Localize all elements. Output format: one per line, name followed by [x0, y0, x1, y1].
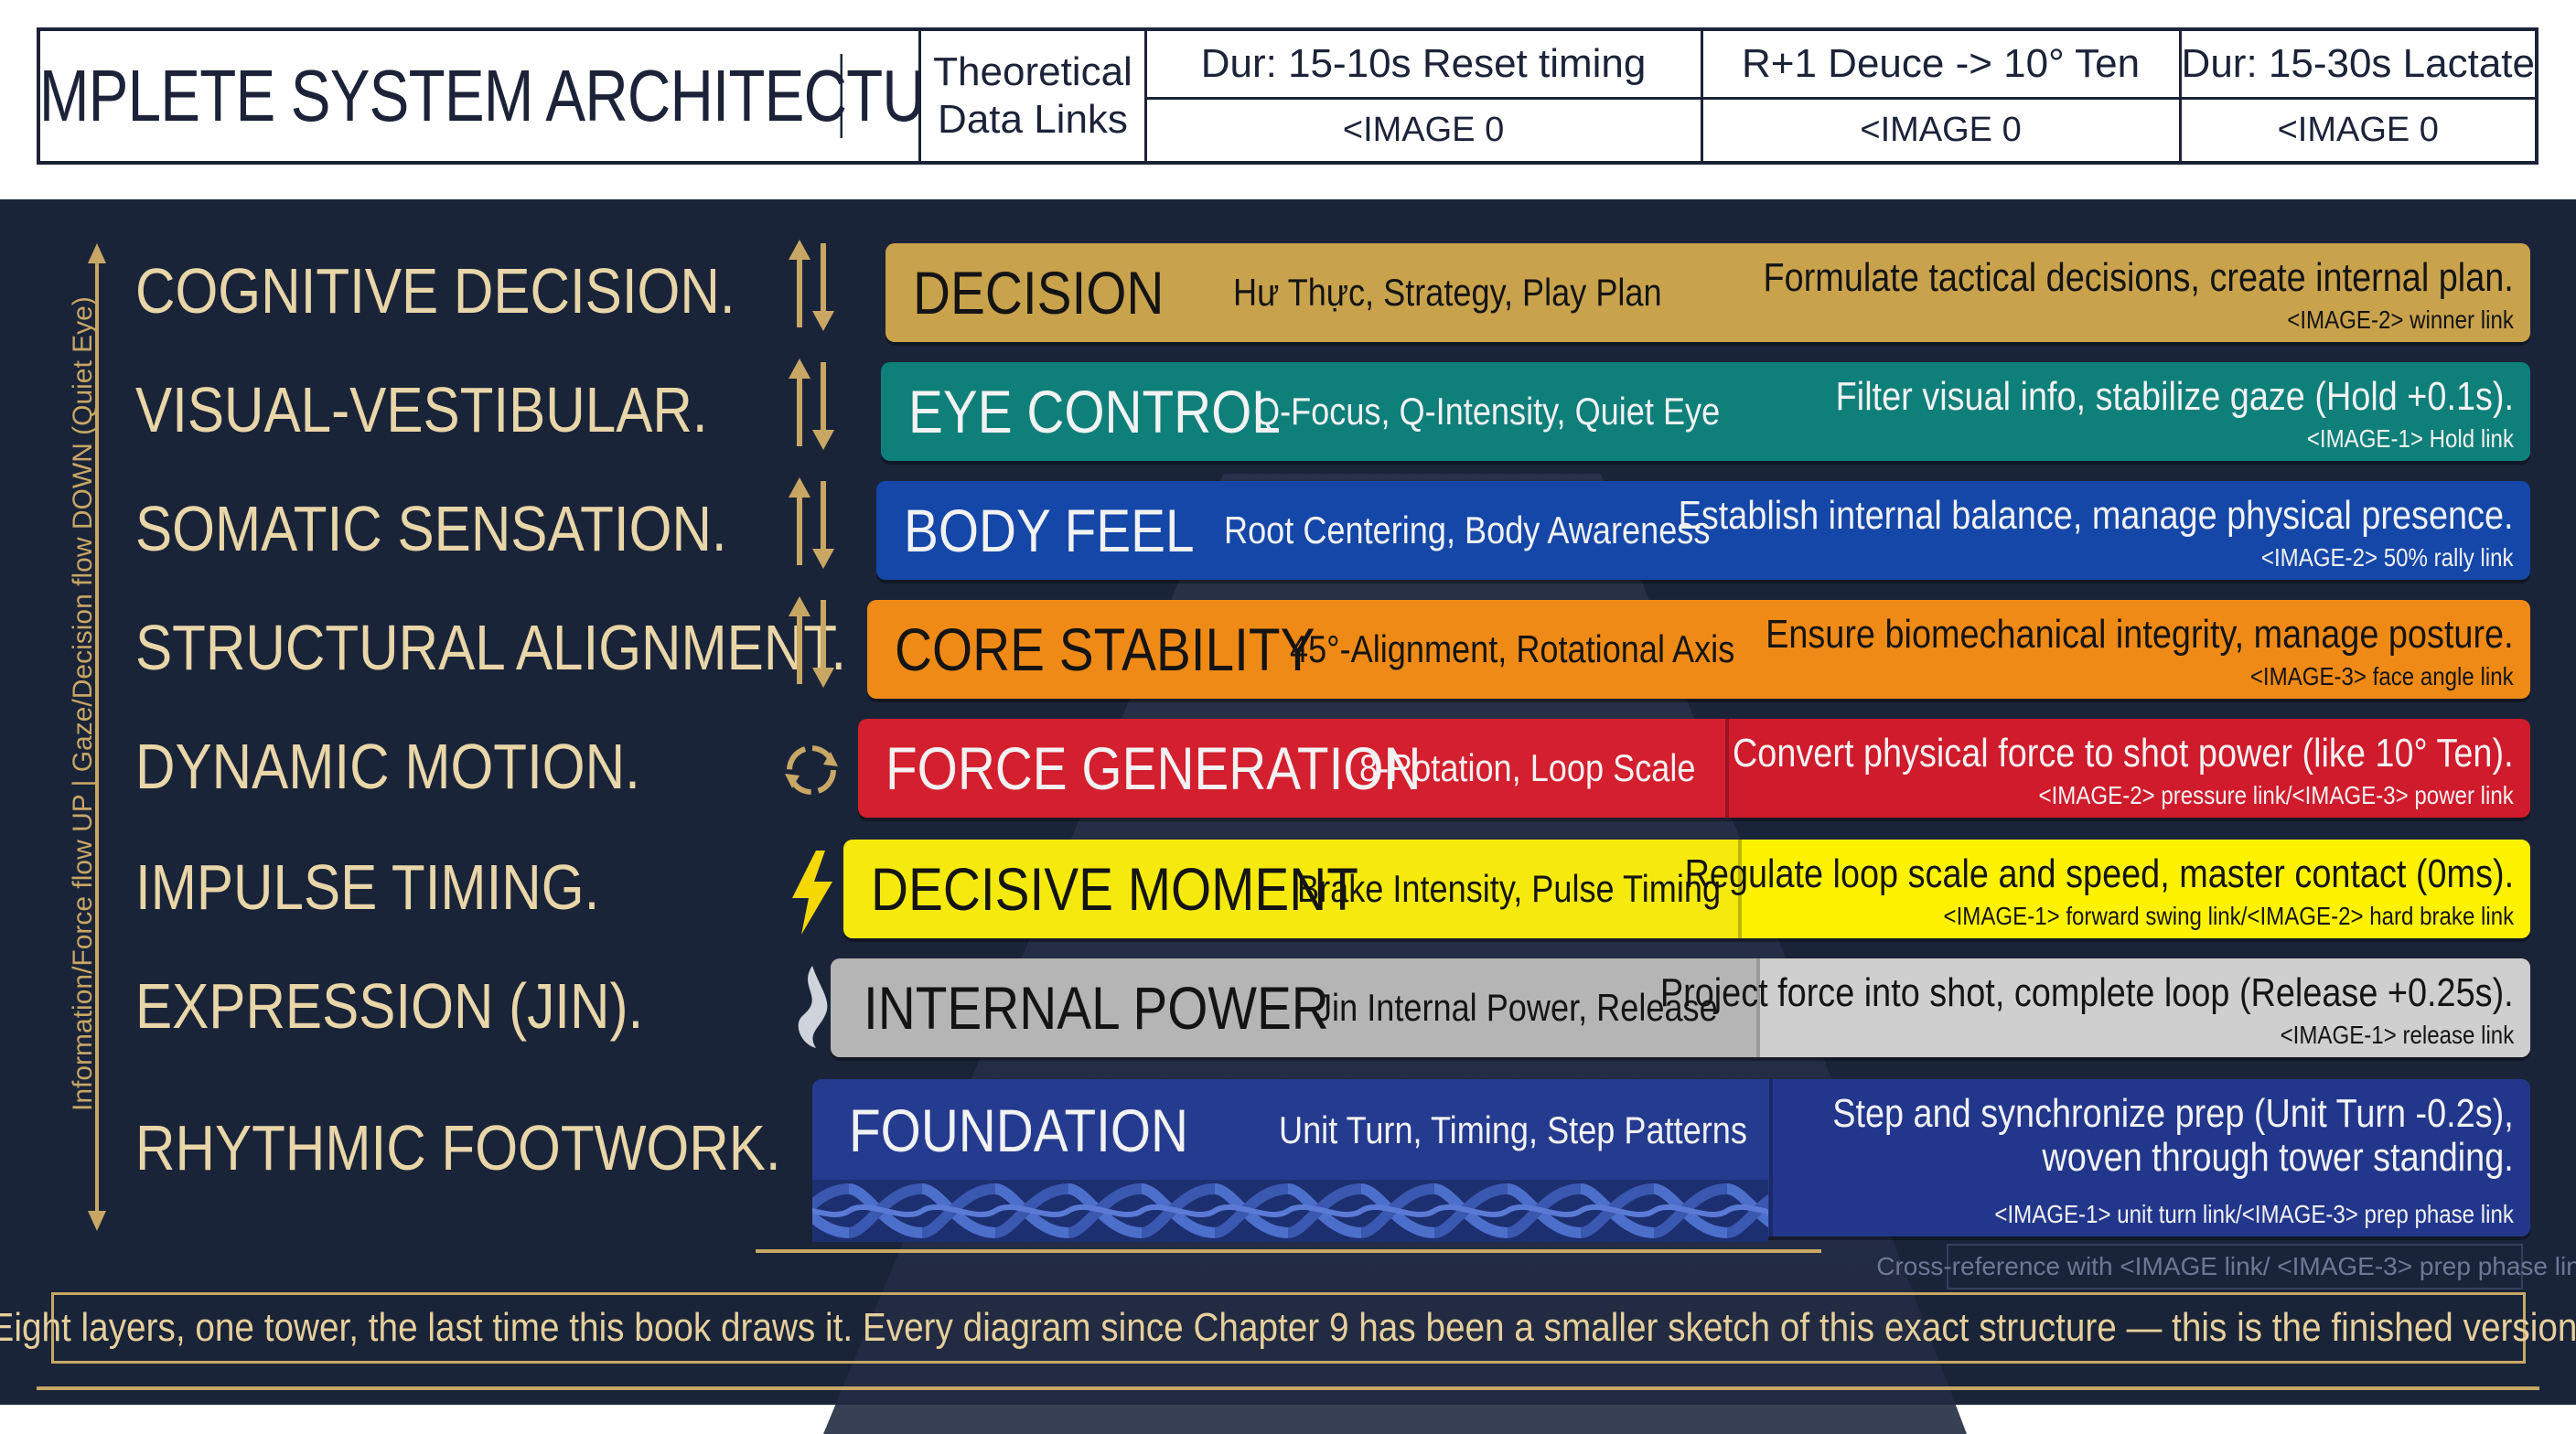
data-link-column-1: Dur: 15-10s Reset timing <IMAGE 0	[1146, 31, 1703, 161]
layer-row-label: IMPULSE TIMING.	[135, 851, 600, 923]
layer-description-line: Convert physical force to shot power (li…	[1733, 731, 2514, 776]
layer-row-label: STRUCTURAL ALIGNMENT.	[135, 612, 847, 683]
bottom-rule	[37, 1386, 2539, 1390]
layer-description-panel	[1738, 840, 2530, 938]
layer-image-link: <IMAGE-1> Hold link	[2306, 424, 2514, 453]
layer-tags: Root Centering, Body Awareness	[1224, 508, 1711, 551]
up-down-arrows-icon	[789, 240, 834, 331]
header-table: COMPLETE SYSTEM ARCHITECTURE Theoretical…	[37, 27, 2538, 165]
layer-description: Project force into shot, complete loop (…	[1660, 971, 2514, 1015]
layer-description-panel	[1756, 958, 2530, 1057]
layer-tags: Q-Focus, Q-Intensity, Quiet Eye	[1254, 390, 1721, 433]
layer-name: INTERNAL POWER	[864, 974, 1329, 1042]
layer-description-line: Project force into shot, complete loop (…	[1660, 970, 2514, 1015]
subtitle-cell: Theoretical Data Links	[921, 31, 1147, 161]
rotation-cycle-icon	[785, 745, 838, 795]
layer-tags: Brake Intensity, Pulse Timing	[1297, 867, 1722, 910]
layer-image-link: <IMAGE-1> forward swing link/<IMAGE-2> h…	[1943, 902, 2514, 930]
lightning-bolt-icon	[792, 851, 832, 935]
layer-name: DECISION	[913, 259, 1165, 326]
vertical-double-arrow-icon	[88, 243, 106, 1231]
up-down-arrows-icon	[789, 596, 834, 688]
layer-description-line: Establish internal balance, manage physi…	[1679, 493, 2514, 538]
layer-description: Ensure biomechanical integrity, manage p…	[1766, 613, 2514, 657]
layer-row-label: VISUAL-VESTIBULAR.	[135, 374, 708, 445]
layer-description: Filter visual info, stabilize gaze (Hold…	[1836, 375, 2514, 419]
layer-name: DECISIVE MOMENT	[871, 855, 1358, 923]
layer-image-link: <IMAGE-2> winner link	[2287, 305, 2514, 334]
flow-direction-text: Information/Force flow UP | Gaze/Decisio…	[68, 296, 98, 1111]
footer-caption-box: Eight layers, one tower, the last time t…	[0, 1292, 2576, 1364]
layer-tags: 8-Rotation, Loop Scale	[1359, 746, 1696, 789]
layer-description-line: Formulate tactical decisions, create int…	[1763, 255, 2514, 300]
subtitle-line-2: Data Links	[938, 97, 1128, 142]
woven-braid-pattern	[812, 1180, 1768, 1242]
layer-name: FORCE GENERATION	[886, 734, 1422, 802]
layer-name: FOUNDATION	[849, 1097, 1189, 1164]
layer-image-link: <IMAGE-1> unit turn link/<IMAGE-3> prep …	[1994, 1200, 2514, 1228]
layer-description: Step and synchronize prep (Unit Turn -0.…	[1832, 1092, 2514, 1180]
layer-tags: Jin Internal Power, Release	[1315, 986, 1718, 1029]
up-down-arrows-icon	[789, 477, 834, 569]
layer-description-panel	[1725, 719, 2530, 818]
column-value: <IMAGE 0	[1860, 111, 2022, 149]
layer-name: BODY FEEL	[904, 497, 1195, 564]
layer-image-link: <IMAGE-3> face angle link	[2250, 662, 2514, 690]
column-heading: R+1 Deuce -> 10° Ten	[1702, 31, 2179, 100]
layer-row-label: DYNAMIC MOTION.	[135, 731, 640, 802]
layer-description: Convert physical force to shot power (li…	[1733, 732, 2514, 776]
layer-name: CORE STABILITY	[895, 615, 1315, 683]
layer-row-label: EXPRESSION (JIN).	[135, 970, 644, 1042]
layer-row-label: COGNITIVE DECISION.	[135, 255, 735, 326]
layer-description: Regulate loop scale and speed, master co…	[1684, 852, 2514, 896]
layer-description-line: Ensure biomechanical integrity, manage p…	[1766, 612, 2514, 657]
layer-description-line: Regulate loop scale and speed, master co…	[1684, 851, 2514, 896]
layer-row-label: RHYTHMIC FOOTWORK.	[135, 1112, 781, 1183]
column-heading: Dur: 15-10s Reset timing	[1146, 31, 1701, 100]
layer-tags: Unit Turn, Timing, Step Patterns	[1279, 1108, 1747, 1151]
column-heading: Dur: 15-30s Lactate	[2181, 31, 2535, 100]
layer-tags: Hư Thực, Strategy, Play Plan	[1233, 271, 1662, 314]
up-down-arrows-icon	[789, 358, 834, 450]
layer-description-line: woven through tower standing.	[2042, 1135, 2514, 1180]
column-value: <IMAGE 0	[2277, 111, 2439, 149]
layer-image-link: <IMAGE-1> release link	[2280, 1021, 2514, 1049]
subtitle-line-1: Theoretical	[933, 49, 1132, 94]
footer-caption: Eight layers, one tower, the last time t…	[0, 1305, 2576, 1350]
energy-flame-icon	[798, 966, 828, 1048]
data-link-column-3: Dur: 15-30s Lactate <IMAGE 0	[2181, 31, 2535, 161]
title-cell: COMPLETE SYSTEM ARCHITECTURE	[40, 31, 922, 161]
layer-image-link: <IMAGE-2> pressure link/<IMAGE-3> power …	[2038, 781, 2514, 809]
layer-name: EYE CONTROL	[908, 378, 1281, 445]
layer-description-line: Filter visual info, stabilize gaze (Hold…	[1835, 374, 2514, 419]
layer-description: Formulate tactical decisions, create int…	[1764, 256, 2514, 300]
layer-image-link: <IMAGE-2> 50% rally link	[2261, 543, 2514, 572]
layer-bar-decision: DECISION Hư Thực, Strategy, Play Plan Form…	[886, 243, 2530, 342]
layer-row-label: SOMATIC SENSATION.	[135, 493, 727, 564]
layer-tags: 45°-Alignment, Rotational Axis	[1290, 627, 1735, 670]
data-link-column-2: R+1 Deuce -> 10° Ten <IMAGE 0	[1702, 31, 2182, 161]
tower-base-line	[756, 1249, 1821, 1253]
page: COMPLETE SYSTEM ARCHITECTURE Theoretical…	[0, 27, 2576, 1434]
layer-description: Establish internal balance, manage physi…	[1679, 494, 2514, 538]
column-value: <IMAGE 0	[1342, 111, 1505, 149]
page-title: COMPLETE SYSTEM ARCHITECTURE	[40, 54, 922, 138]
data-link-columns: Dur: 15-10s Reset timing <IMAGE 0 R+1 De…	[1146, 31, 2535, 161]
layer-description-panel	[1769, 1079, 2530, 1236]
cross-reference-note: Cross-reference with <IMAGE link/ <IMAGE…	[1876, 1244, 2576, 1290]
layer-description-line: Step and synchronize prep (Unit Turn -0.…	[1832, 1091, 2514, 1136]
